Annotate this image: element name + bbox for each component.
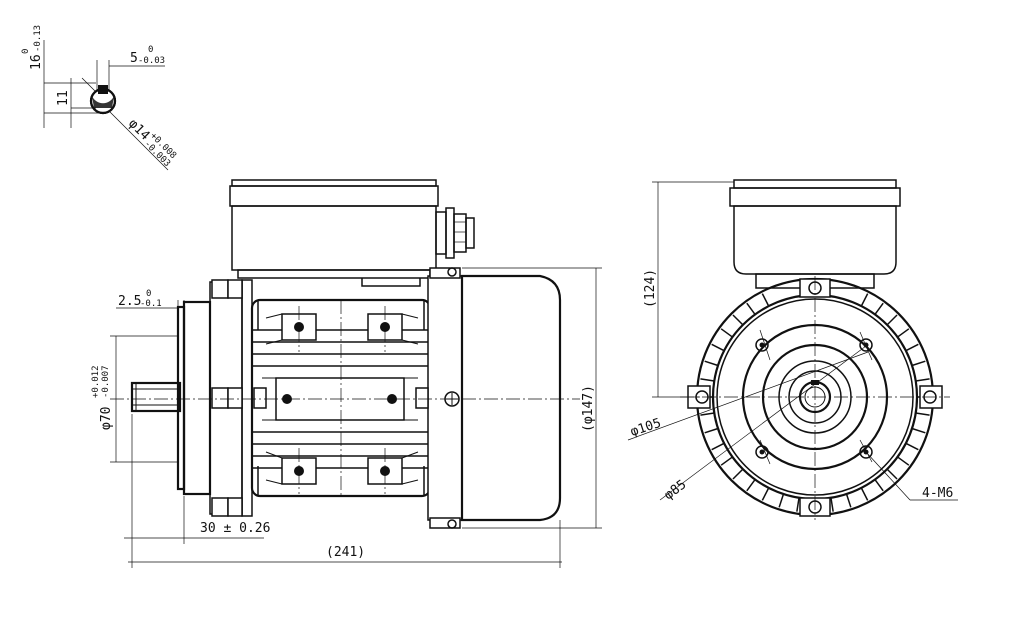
cable-gland	[435, 207, 475, 259]
motor-front-view	[680, 179, 950, 520]
fin-line	[761, 487, 770, 501]
fin-line	[905, 442, 919, 451]
holes-label: 4-M6	[922, 486, 953, 501]
spigot-diameter-tol-upper: +0.012	[91, 365, 101, 398]
side-view-dimensions: 2.5 0 -0.1 φ70 +0.012 -0.007 30 ± 0.26 (…	[91, 267, 602, 568]
shaft-length-label: 30 ± 0.26	[200, 521, 270, 536]
fin-line	[860, 487, 869, 501]
shaft	[130, 381, 182, 413]
key-depth-label: 11	[56, 90, 71, 106]
fin-line	[720, 456, 733, 466]
fin-line	[886, 468, 898, 480]
fin-line	[905, 343, 919, 352]
fin-line	[700, 378, 715, 382]
fin-line	[911, 360, 926, 367]
front-view-dimensions: (124) φ105 φ85 4-M6	[627, 181, 958, 503]
fin-line	[704, 427, 719, 434]
fin-line	[700, 412, 715, 416]
body-diameter-label: (φ147)	[581, 385, 596, 432]
fin-line	[746, 302, 756, 315]
spigot-diameter-label: φ70	[99, 407, 114, 430]
pcd-105-label: φ105	[629, 416, 663, 440]
key-width-tol-upper: 0	[148, 45, 153, 55]
fin-line	[711, 343, 725, 352]
fin-line	[711, 442, 725, 451]
fin-line	[732, 468, 744, 480]
key-width-tol-lower: -0.03	[138, 56, 165, 66]
fin-line	[874, 302, 884, 315]
fin-line	[860, 293, 869, 307]
fin-line	[704, 360, 719, 367]
m6-holes	[755, 338, 873, 459]
fin-line	[897, 328, 910, 338]
fin-line	[778, 493, 785, 508]
fin-line	[897, 456, 910, 466]
cooling-fins-front	[699, 293, 931, 513]
fin-line	[746, 479, 756, 492]
fin-line	[732, 314, 744, 326]
motor-side-view	[110, 179, 580, 529]
flange-step-tol-lower: -0.1	[140, 299, 162, 309]
flange-step-tol-upper: 0	[146, 289, 151, 299]
fin-line	[915, 378, 930, 382]
shaft-key-detail: 16 0 -0.13 5 0 -0.03 11 φ14 +0.008 -0.00…	[21, 25, 178, 171]
fin-line	[761, 293, 770, 307]
fin-line	[796, 497, 800, 512]
fin-line	[830, 497, 834, 512]
fin-line	[845, 493, 852, 508]
fin-line	[874, 479, 884, 492]
key-height-tol-upper: 0	[21, 49, 31, 54]
height-label: (124)	[643, 269, 658, 308]
fin-line	[720, 328, 733, 338]
key-height-tol-lower: -0.13	[33, 25, 43, 52]
overall-length-label: (241)	[326, 545, 365, 560]
fin-line	[915, 412, 930, 416]
key-height-label: 16	[29, 54, 44, 70]
spigot-diameter-tol-lower: -0.007	[101, 365, 111, 398]
flange-step-label: 2.5	[118, 294, 141, 309]
fin-line	[886, 314, 898, 326]
key-width-label: 5	[130, 51, 138, 66]
fin-line	[911, 427, 926, 434]
